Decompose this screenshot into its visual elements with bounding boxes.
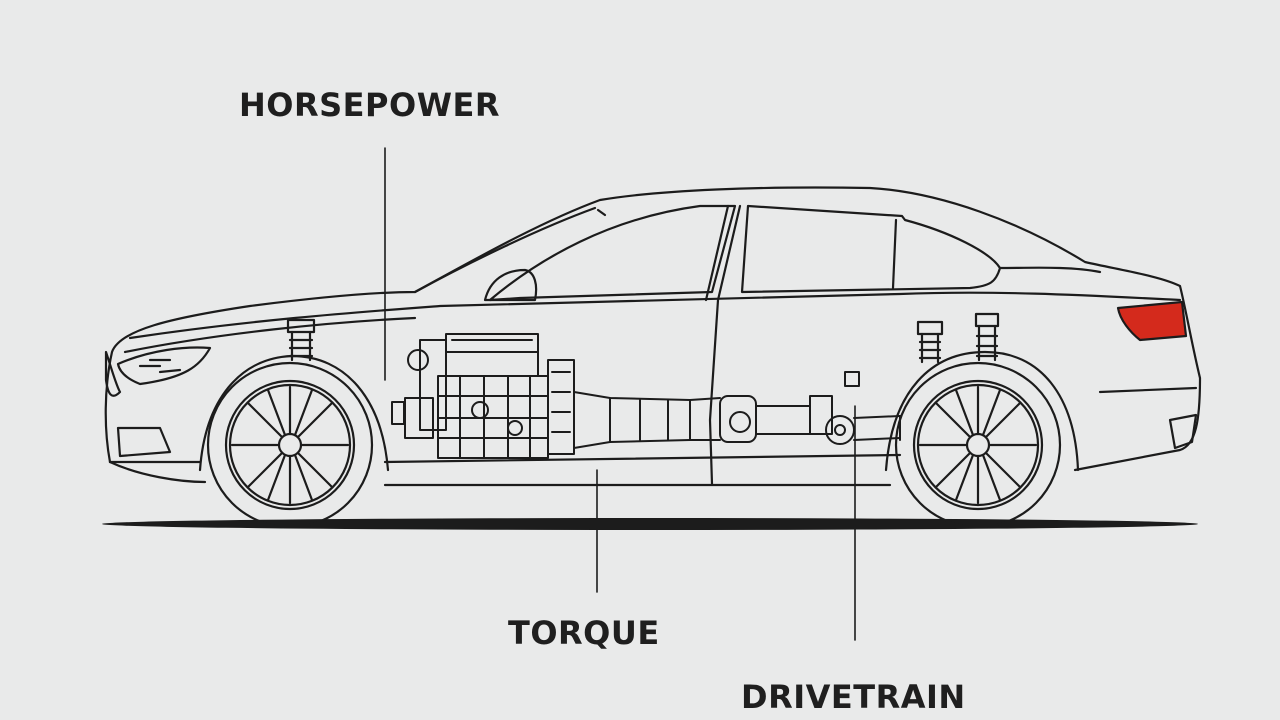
rear-bumper-line — [1098, 386, 1198, 394]
headlight-detail — [138, 358, 182, 374]
a-pillar — [596, 208, 607, 217]
rear-wheel — [894, 361, 1062, 529]
car-body-outline — [104, 186, 1202, 472]
front-door-line — [708, 204, 742, 486]
b-pillar-line — [891, 218, 898, 290]
drivetrain-label: DRIVETRAIN — [741, 678, 966, 716]
engine — [391, 333, 575, 459]
rear-wheel-arch — [884, 350, 1080, 472]
driveshaft — [573, 371, 901, 449]
ground-shadow — [102, 518, 1198, 530]
headlight — [116, 346, 212, 386]
front-shock-absorber — [286, 318, 316, 362]
fog-light — [116, 426, 172, 458]
door-sill-line — [383, 453, 902, 464]
side-mirror — [483, 268, 538, 302]
front-wheel-arch — [198, 354, 390, 472]
front-door-rear-edge — [704, 204, 730, 302]
front-window — [488, 204, 737, 302]
front-wheel — [206, 361, 374, 529]
front-grille — [104, 350, 122, 397]
rear-reflector — [1168, 413, 1198, 450]
windshield — [413, 206, 597, 294]
rear-window — [740, 204, 1002, 294]
taillight — [1116, 300, 1188, 342]
rear-shock-absorber — [916, 312, 1000, 364]
horsepower-label: HORSEPOWER — [239, 86, 500, 124]
hood-crease — [123, 316, 417, 354]
shoulder-line — [128, 291, 1182, 340]
torque-label: TORQUE — [508, 614, 660, 652]
c-pillar — [998, 266, 1102, 274]
front-bumper-bottom — [108, 460, 207, 484]
